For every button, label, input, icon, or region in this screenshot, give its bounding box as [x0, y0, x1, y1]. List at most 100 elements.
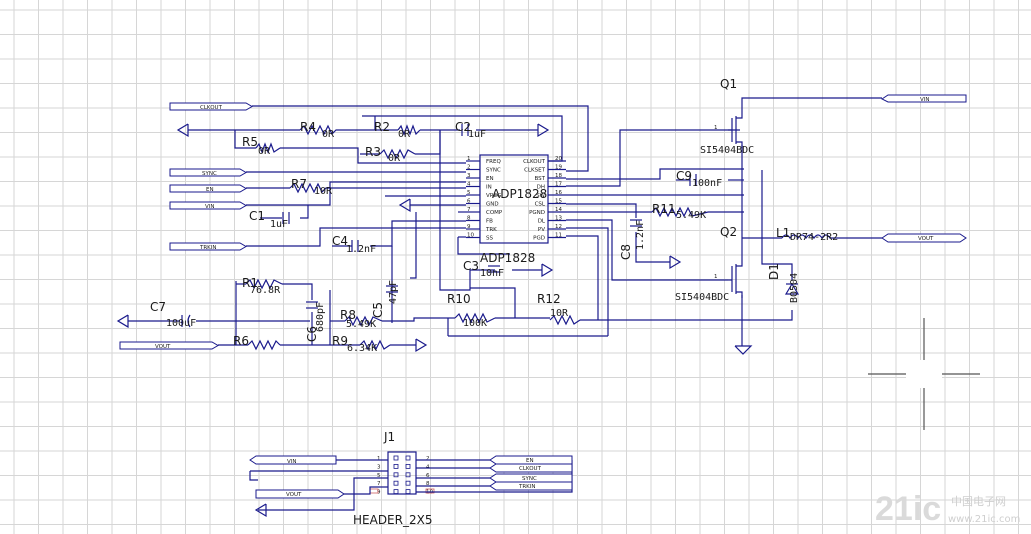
ic-pin-num: 18 [555, 173, 562, 179]
resistor-r1[interactable]: R1 76.8R [242, 276, 283, 296]
ic-pin-name: BST [534, 176, 545, 182]
port-clkout[interactable]: CLKOUT [169, 102, 253, 111]
ic-pin-num: 11 [555, 233, 562, 239]
ic-pin-num: 19 [555, 165, 562, 171]
svg-text:C5: C5 [371, 302, 385, 318]
ic-pin-name: GND [486, 202, 499, 208]
header-port-vout[interactable]: VOUT [255, 489, 345, 499]
ic-pin-num: 9 [467, 224, 471, 230]
header-pin [393, 489, 399, 495]
capacitor-c5[interactable]: C5 47pF [371, 280, 399, 318]
header-port-clkout[interactable]: CLKOUT [489, 463, 573, 473]
ic-pin-name: CLKSET [524, 168, 545, 174]
resistor-r3[interactable]: R3 0R [365, 145, 416, 164]
capacitor-c8[interactable]: C8 1.2nF [619, 219, 646, 260]
resistor-r4[interactable]: R4 0R [299, 120, 345, 140]
svg-text:SYNC: SYNC [522, 476, 537, 482]
resistor-r10[interactable]: R10 100K [447, 292, 496, 329]
svg-text:VIN: VIN [287, 459, 297, 465]
svg-text:CLKOUT: CLKOUT [200, 105, 223, 111]
svg-text:R6: R6 [233, 334, 249, 348]
header-pin [405, 480, 411, 486]
capacitor-c9[interactable]: C9 100nF [676, 169, 722, 189]
svg-text:HEADER_2X5: HEADER_2X5 [353, 513, 432, 527]
svg-text:76.8R: 76.8R [250, 285, 281, 296]
resistor-r6[interactable]: R6 [233, 334, 281, 351]
ic-pin-name: TRK [485, 227, 497, 233]
port-vout-right[interactable]: VOUT [881, 233, 967, 243]
capacitor-c6[interactable]: C6 680pF [305, 301, 326, 342]
gnd-arrow-c2 [537, 123, 550, 138]
header-pin [393, 455, 399, 461]
header-pin-num: 1 [377, 456, 381, 462]
resistor-r8[interactable]: R8 5.49K [340, 308, 383, 330]
svg-text:1uF: 1uF [468, 129, 486, 140]
capacitor-c4[interactable]: C4 1.2nF [332, 234, 376, 255]
capacitor-c1[interactable]: C1 1uF [249, 209, 290, 230]
svg-text:100K: 100K [463, 318, 487, 329]
header-pin-num: 2 [426, 456, 430, 462]
svg-text:www.21ic.com: www.21ic.com [948, 514, 1020, 525]
ic-pin-num: 17 [555, 182, 562, 188]
svg-text:TRKIN: TRKIN [518, 484, 536, 490]
header-port-sync[interactable]: SYNC [489, 473, 573, 483]
port-vout-left[interactable]: VOUT [119, 341, 219, 350]
svg-text:SI5404BDC: SI5404BDC [675, 292, 729, 303]
capacitor-c2[interactable]: C2 1uF [455, 120, 486, 140]
header-pin [393, 480, 399, 486]
svg-text:21ic: 21ic [875, 490, 941, 528]
port-sync[interactable]: SYNC [169, 168, 247, 177]
ic-pin-num: 20 [555, 156, 562, 162]
ic-pin-name: SS [486, 236, 493, 242]
capacitor-c7[interactable]: C7 100uF [150, 300, 196, 329]
ic-pin-num: 12 [555, 224, 562, 230]
gnd-arrow-c7 [116, 314, 129, 329]
resistor-r7[interactable]: R7 10R [289, 177, 336, 197]
header-port-trkin[interactable]: TRKIN [489, 481, 573, 491]
svg-text:R11: R11 [652, 202, 676, 216]
port-trkin[interactable]: TRKIN [169, 242, 247, 251]
svg-text:100uF: 100uF [166, 318, 196, 329]
header-pin-num: 3 [377, 464, 381, 470]
svg-text:5.49K: 5.49K [346, 319, 376, 330]
svg-text:TRKIN: TRKIN [199, 245, 217, 251]
capacitor-c3[interactable]: C3 10nF [463, 259, 504, 279]
mosfet-q1[interactable]: 1 Q1 SI5404BDC [700, 77, 754, 156]
port-vin-right[interactable]: VIN [881, 94, 967, 103]
diode-d1[interactable]: D1 B0504 [767, 263, 800, 303]
ic-pin-num: 14 [555, 207, 562, 213]
svg-text:C9: C9 [676, 169, 692, 183]
header-pin [405, 463, 411, 469]
header-pin-num: 5 [377, 473, 381, 479]
ic-pin-num: 15 [555, 199, 562, 205]
header-pin [393, 472, 399, 478]
inductor-l1[interactable]: L1 DR74-2R2 [776, 226, 840, 243]
svg-text:1.2nF: 1.2nF [635, 220, 646, 250]
svg-text:VOUT: VOUT [286, 492, 302, 498]
resistor-r12[interactable]: R12 10R [537, 292, 581, 326]
port-en[interactable]: EN [169, 184, 247, 193]
resistor-r5[interactable]: R5 0R [242, 135, 281, 157]
header-port-vin[interactable]: VIN [249, 455, 337, 465]
ic-pin-num: 5 [467, 190, 471, 196]
header-pin [393, 463, 399, 469]
header-port-en[interactable]: EN [489, 455, 573, 465]
ic-pin-name: SW [536, 193, 545, 199]
resistor-r2[interactable]: R2 0R [374, 120, 421, 140]
port-vin-left[interactable]: VIN [169, 201, 247, 210]
svg-text:VIN: VIN [920, 97, 930, 103]
ic-pin-name: FB [486, 219, 493, 225]
ic-pin-num: 6 [467, 199, 471, 205]
ic-pin-name: VREG [486, 193, 501, 199]
svg-text:0R: 0R [398, 129, 411, 140]
svg-text:C1: C1 [249, 209, 265, 223]
resistor-r11[interactable]: R11 5.49K [651, 202, 709, 221]
svg-text:CLKOUT: CLKOUT [519, 466, 542, 472]
svg-text:C2: C2 [455, 120, 471, 134]
resistor-r9[interactable]: R9 6.34K [332, 334, 391, 354]
gnd-arrow-q2 [734, 345, 753, 355]
mosfet-q2[interactable]: 1 Q2 SI5404BDC [675, 225, 743, 303]
